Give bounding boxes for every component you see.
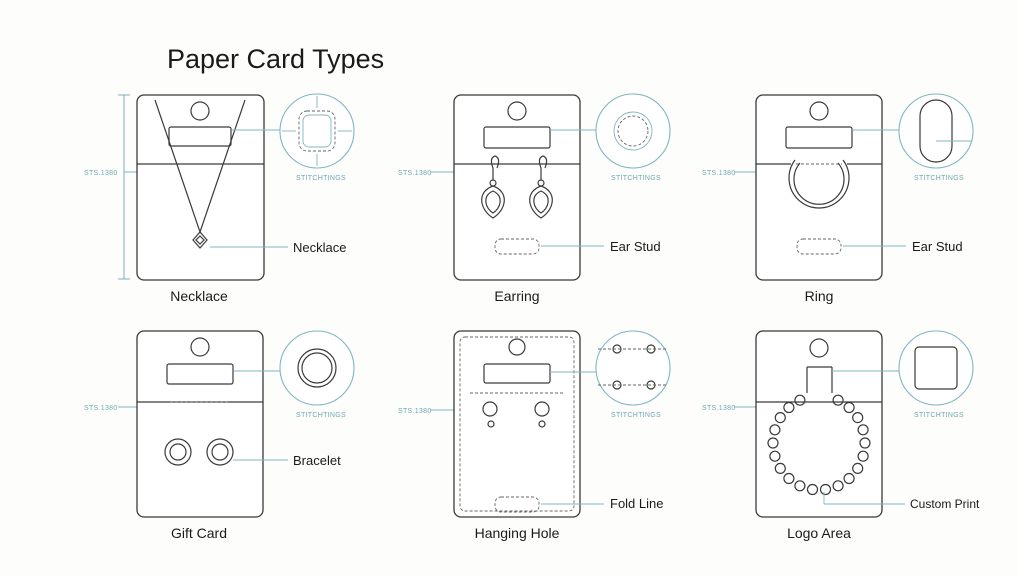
card-logo-area: STS.1380 Custom Print STITCHTINGS Logo A…: [702, 330, 980, 541]
pendant-icon: [192, 231, 208, 249]
bead: [857, 424, 869, 436]
stud-icon: [534, 401, 550, 417]
card-label: Logo Area: [787, 525, 851, 541]
bead: [852, 462, 864, 474]
callout-label: Custom Print: [910, 497, 980, 511]
card-label: Earring: [494, 288, 539, 304]
detail-label: STITCHTINGS: [611, 412, 661, 419]
ear-stud-slot: [796, 238, 842, 255]
detail-label: STITCHTINGS: [296, 175, 346, 182]
bead: [794, 394, 806, 406]
callout-label: Ear Stud: [610, 239, 661, 254]
dimension-label: STS.1380: [84, 170, 118, 177]
detail-label: STITCHTINGS: [296, 412, 346, 419]
detail-label: STITCHTINGS: [611, 175, 661, 182]
hanging-hole: [190, 337, 210, 357]
stud-earring-icon: [164, 438, 192, 466]
bead: [832, 394, 844, 406]
detail-circle: [279, 330, 355, 406]
detail-circle: [595, 330, 671, 406]
bead: [819, 483, 832, 496]
hanging-hole: [809, 338, 829, 358]
detail-label: STITCHTINGS: [914, 412, 964, 419]
card-label: Ring: [805, 288, 834, 304]
bead: [852, 412, 864, 424]
ear-stud-slot: [494, 238, 540, 255]
hanging-hole: [809, 101, 829, 121]
logo-slot: [483, 363, 551, 384]
card-hanging-hole: STS.1380 Fold Line STITCHTINGS Hanging H…: [398, 330, 671, 541]
detail-circle: [898, 330, 974, 406]
bead: [857, 450, 869, 462]
diagram-title: Paper Card Types: [167, 44, 384, 74]
detail-circle: [898, 93, 974, 169]
bead: [769, 450, 781, 462]
card-ring: STS.1380 Ear Stud STITCHTINGS Ring: [702, 93, 974, 304]
card-outline: [136, 94, 265, 281]
earring-drop-icon: [481, 185, 505, 219]
card-label: Hanging Hole: [475, 525, 560, 541]
callout-label: Bracelet: [293, 453, 341, 468]
inner-dashed-border: [459, 336, 575, 512]
earring-drop-icon: [529, 185, 553, 219]
card-label: Necklace: [170, 288, 228, 304]
bead: [774, 412, 786, 424]
bead: [783, 472, 795, 485]
bead-bracelet-icon: [767, 394, 871, 496]
card-label: Gift Card: [171, 525, 227, 541]
logo-slot: [168, 126, 232, 147]
dimension-label: STS.1380: [702, 170, 736, 177]
fold-slot: [494, 496, 540, 513]
card-gift-card: STS.1380 Bracelet STITCHTINGS Gift Card: [84, 330, 355, 541]
ring-icon: [788, 159, 850, 209]
bead: [832, 480, 844, 492]
bead: [859, 437, 871, 449]
bead: [783, 401, 795, 414]
callout-label: Necklace: [293, 240, 346, 255]
callout-label: Fold Line: [610, 496, 663, 511]
hanging-hole: [190, 101, 210, 121]
detail-circle: [279, 93, 355, 169]
detail-circle: [595, 93, 671, 169]
callout-label: Ear Stud: [912, 239, 963, 254]
dimension-label: STS.1380: [84, 405, 118, 412]
logo-slot: [785, 126, 853, 149]
detail-label: STITCHTINGS: [914, 175, 964, 182]
logo-slot: [483, 126, 551, 149]
bead: [767, 437, 779, 449]
card-outline: [453, 94, 581, 281]
card-outline: [453, 330, 581, 518]
hanging-hole: [508, 338, 526, 356]
dimension-label: STS.1380: [398, 170, 432, 177]
card-outline: [755, 94, 883, 281]
dimension-label: STS.1380: [702, 405, 736, 412]
card-earring: STS.1380 Ear Stud STITCHTINGS Earring: [398, 93, 671, 304]
bead: [843, 472, 855, 485]
bead: [794, 480, 806, 492]
bead: [769, 424, 781, 436]
bead: [843, 401, 855, 414]
earring-hook-icon: [490, 155, 500, 169]
stud-icon: [482, 401, 498, 417]
card-necklace: STS.1380 Necklace STITCHTINGS Necklace: [84, 93, 355, 304]
bead: [806, 483, 819, 496]
hanging-hole: [507, 101, 527, 121]
card-outline: [136, 330, 264, 518]
card-outline: [755, 330, 883, 518]
stud-earring-icon: [206, 438, 234, 466]
dimension-label: STS.1380: [398, 408, 432, 415]
logo-slot: [166, 363, 234, 385]
bead: [774, 462, 786, 474]
